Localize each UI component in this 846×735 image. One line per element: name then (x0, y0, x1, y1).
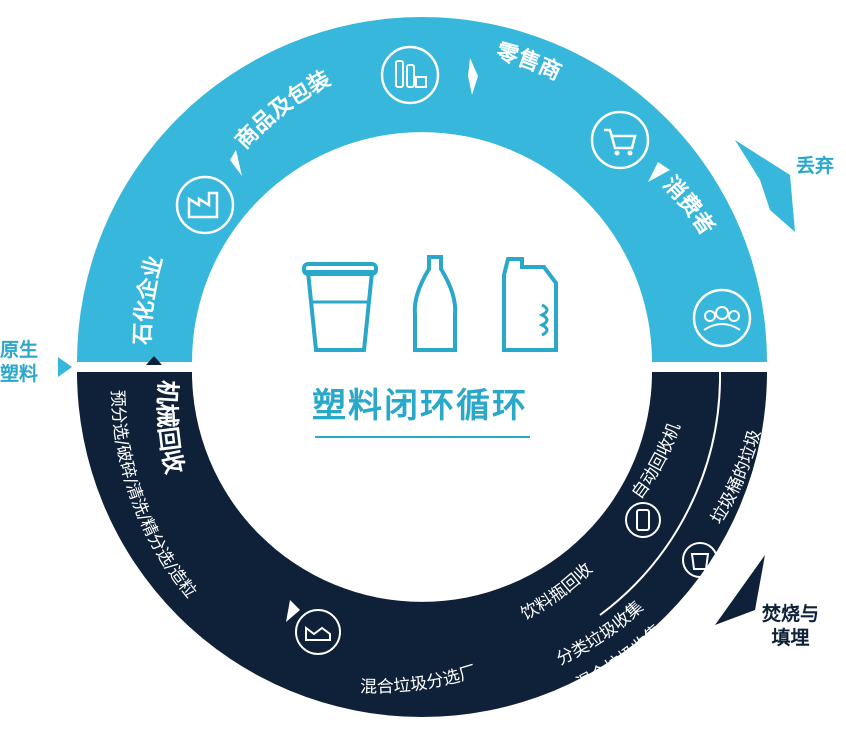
discard-label: 丢弃 (796, 154, 834, 178)
ring-top-segment (77, 17, 767, 362)
discard-arrow (735, 140, 795, 232)
chevron-5 (146, 356, 162, 365)
chevron-3 (648, 162, 670, 182)
factory-icon (175, 175, 235, 235)
shopping-cart-icon (590, 110, 650, 170)
incineration-line2: 填埋 (771, 627, 810, 649)
incineration-line1: 焚烧与 (762, 603, 820, 625)
bottles-box-icon (380, 45, 440, 105)
people-icon (692, 288, 752, 348)
chevron-1 (230, 150, 242, 176)
ring-bottom-segment (77, 372, 767, 717)
virgin-plastic-line2: 塑料 (0, 363, 39, 385)
cup-icon (302, 262, 378, 352)
virgin-plastic-arrow (58, 357, 72, 377)
center-title: 塑料闭环循环 (312, 386, 528, 426)
incineration-label: 焚烧与 填埋 (762, 602, 819, 650)
virgin-plastic-line1: 原生 (0, 339, 39, 361)
chevron-4 (286, 600, 300, 622)
ring-bottom-divider (599, 371, 722, 616)
trash-bin-icon (682, 542, 718, 578)
discard-text: 丢弃 (796, 155, 835, 177)
incineration-arrow (715, 555, 765, 625)
bottle-machine-icon (625, 502, 661, 538)
sorting-plant-icon (295, 609, 341, 655)
virgin-plastic-label: 原生 塑料 (0, 338, 38, 386)
jug-icon (502, 257, 558, 352)
bottle-icon (412, 255, 458, 352)
chevron-2 (468, 58, 478, 95)
